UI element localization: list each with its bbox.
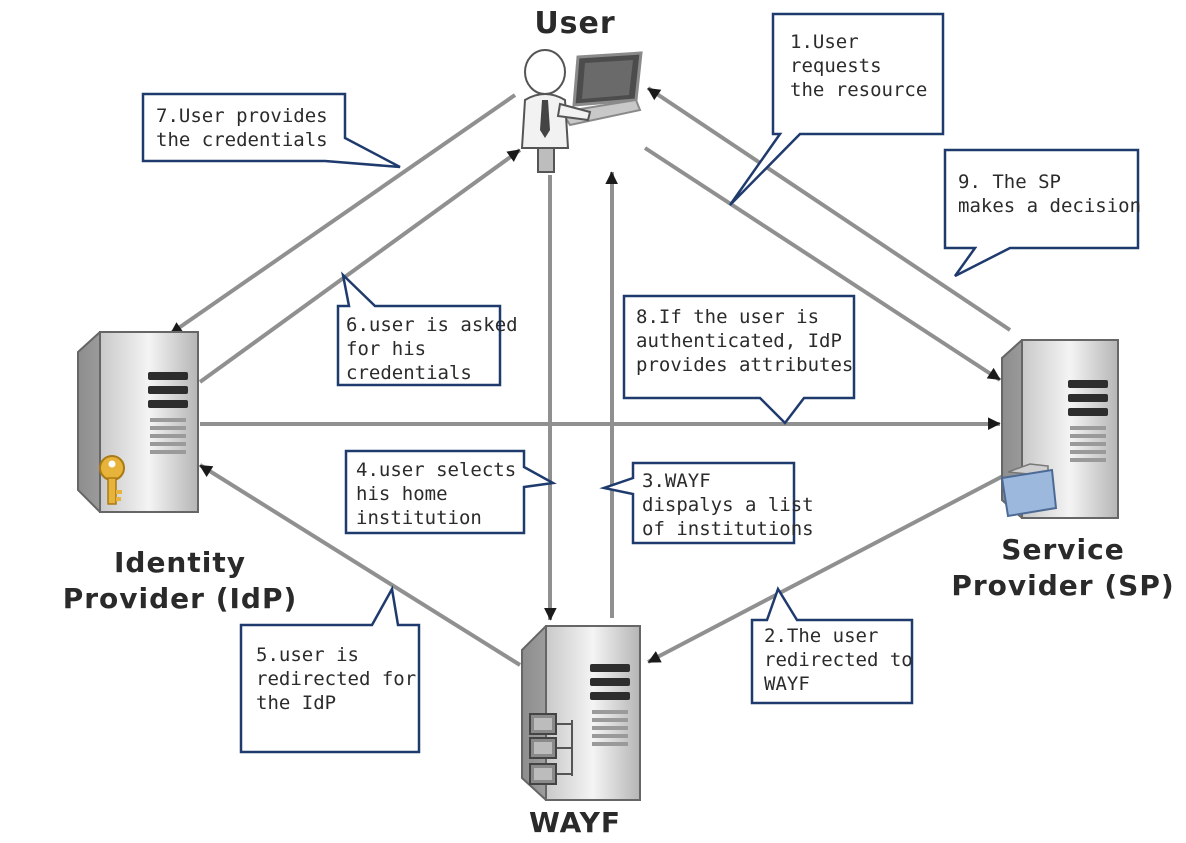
idp-label-line2: Provider (IdP) xyxy=(62,582,298,615)
callout-step-6 xyxy=(336,271,502,387)
idp-server-icon xyxy=(77,331,199,513)
callout-step-1 xyxy=(728,12,945,206)
step-9-text: 9. The SP makes a decision xyxy=(958,170,1141,218)
step-5-line: redirected for xyxy=(256,668,417,690)
folder-icon xyxy=(1000,463,1058,518)
step-6-text: 6.user is asked for his credentials xyxy=(346,313,518,385)
callout-step-8 xyxy=(622,294,856,425)
network-icon xyxy=(529,713,573,785)
user-label: User xyxy=(534,6,616,41)
step-2-text: 2.The user redirected to WAYF xyxy=(764,624,913,696)
step-1-line: the resource xyxy=(790,79,928,101)
arrow-sp-to-user xyxy=(646,86,1012,332)
step-8-text: 8.If the user is authenticated, IdP prov… xyxy=(636,305,853,377)
arrow-user-to-sp xyxy=(643,146,1002,382)
step-6-line: 6.user is asked xyxy=(346,314,518,336)
step-9-line: makes a decision xyxy=(958,195,1142,217)
arrow-wayf-to-idp xyxy=(198,463,522,667)
callout-step-3 xyxy=(599,461,796,545)
step-1-line: requests xyxy=(790,55,882,77)
step-1-line: 1.User xyxy=(790,31,859,53)
callout-step-2 xyxy=(750,586,914,705)
step-7-text: 7.User provides the credentials xyxy=(156,104,328,152)
step-4-line: institution xyxy=(356,507,482,529)
callout-step-4 xyxy=(344,449,557,535)
key-icon xyxy=(99,455,125,505)
callout-step-5 xyxy=(239,585,421,754)
step-2-line: redirected to xyxy=(764,649,913,671)
idp-label: Identity Provider (IdP) xyxy=(50,545,310,617)
user-icon xyxy=(520,49,643,173)
step-6-line: for his xyxy=(346,338,427,360)
callout-step-7 xyxy=(141,92,401,169)
step-5-line: 5.user is xyxy=(256,644,359,666)
wayf-label: WAYF xyxy=(528,806,622,839)
step-6-line: credentials xyxy=(346,362,472,384)
arrow-user-to-idp xyxy=(168,93,517,336)
idp-label-line1: Identity xyxy=(113,546,246,579)
step-2-line: WAYF xyxy=(764,673,810,695)
step-3-text: 3.WAYF dispalys a list of institutions xyxy=(642,469,814,541)
step-7-line: the credentials xyxy=(156,129,328,151)
step-4-line: his home xyxy=(356,483,448,505)
step-3-line: of institutions xyxy=(642,518,814,540)
callout-step-9 xyxy=(943,148,1140,278)
step-8-line: authenticated, IdP xyxy=(636,330,842,352)
step-8-line: provides attributes xyxy=(636,354,854,376)
step-5-text: 5.user is redirected for the IdP xyxy=(256,643,416,715)
step-4-text: 4.user selects his home institution xyxy=(356,458,516,530)
step-9-line: 9. The SP xyxy=(958,171,1061,193)
arrow-sp-to-wayf xyxy=(647,473,1006,664)
step-1-text: 1.User requests the resource xyxy=(790,30,927,102)
sp-label: Service Provider (SP) xyxy=(940,532,1186,604)
step-2-line: 2.The user xyxy=(764,625,879,647)
step-7-line: 7.User provides xyxy=(156,105,328,127)
arrow-idp-to-user xyxy=(198,148,522,384)
step-4-line: 4.user selects xyxy=(356,459,517,481)
sp-label-line2: Provider (SP) xyxy=(951,569,1175,602)
step-3-line: dispalys a list xyxy=(642,494,814,516)
step-8-line: 8.If the user is xyxy=(636,306,820,328)
step-5-line: the IdP xyxy=(256,692,337,714)
step-3-line: 3.WAYF xyxy=(642,470,711,492)
sp-label-line1: Service xyxy=(1001,533,1125,566)
